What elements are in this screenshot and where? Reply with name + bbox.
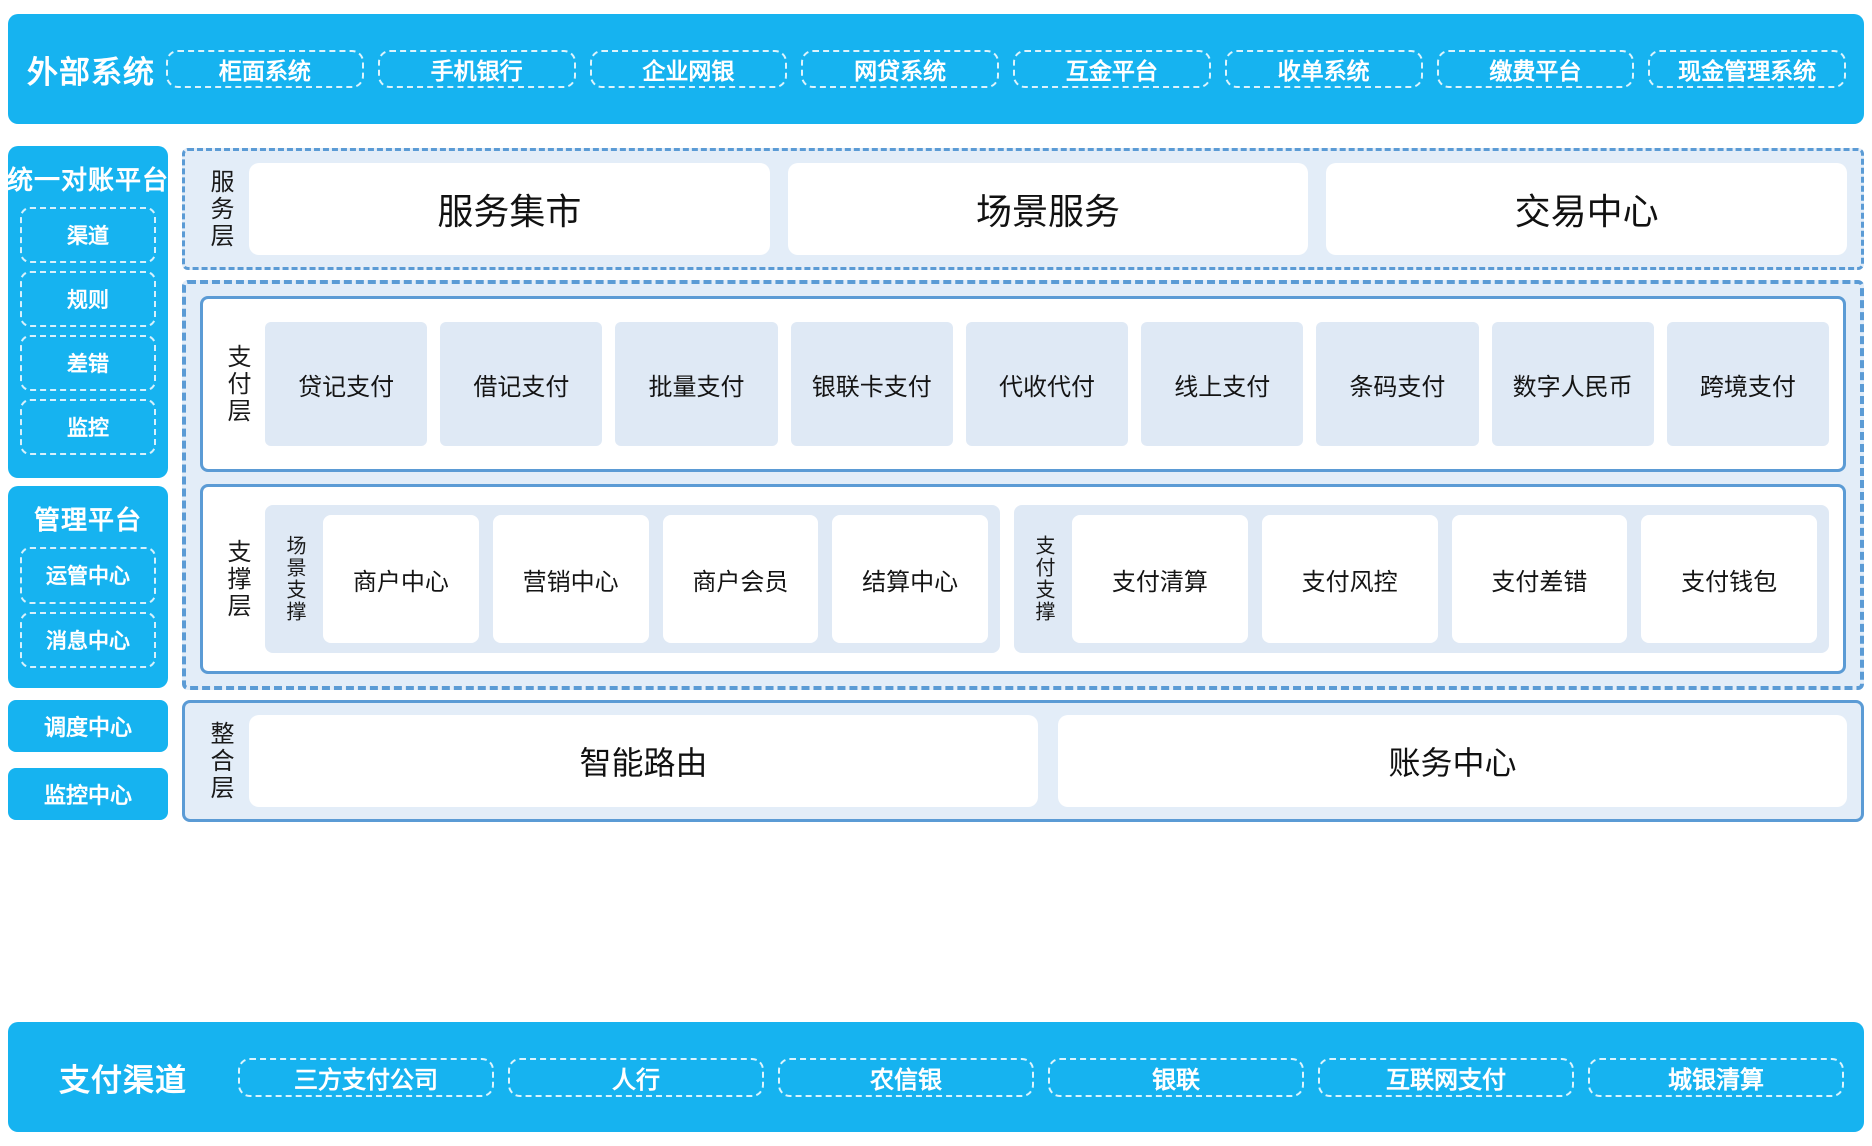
external-system-chip[interactable]: 网贷系统 — [801, 50, 999, 88]
payment-channel-chip[interactable]: 农信银 — [778, 1057, 1034, 1097]
scene-support-label: 场景支撑 — [283, 535, 305, 623]
recon-platform-item[interactable]: 渠道 — [20, 207, 156, 263]
integration-card[interactable]: 智能路由 — [249, 715, 1038, 807]
support-layer-group-row: 场景支撑 商户中心 营销中心 商户会员 结算中心 支付支撑 支付清算 支付风控 … — [265, 505, 1829, 653]
external-system-chip[interactable]: 缴费平台 — [1436, 50, 1635, 88]
external-systems-chip-row: 柜面系统 手机银行 企业网银 网贷系统 互金平台 收单系统 缴费平台 现金管理系… — [166, 50, 1846, 88]
scene-support-tile-row: 商户中心 营销中心 商户会员 结算中心 — [323, 515, 988, 643]
payment-support-tile[interactable]: 支付清算 — [1072, 515, 1248, 643]
integration-card[interactable]: 账务中心 — [1058, 715, 1847, 807]
payment-channels-band: 支付渠道 三方支付公司 人行 农信银 银联 互联网支付 城银清算 — [8, 1022, 1864, 1132]
scene-support-group: 场景支撑 商户中心 营销中心 商户会员 结算中心 — [265, 505, 1000, 653]
payment-channels-title: 支付渠道 — [59, 1062, 187, 1098]
payment-tile[interactable]: 数字人民币 — [1491, 322, 1654, 446]
payment-support-group: 支付支撑 支付清算 支付风控 支付差错 支付钱包 — [1014, 505, 1829, 653]
payment-channel-chip[interactable]: 三方支付公司 — [238, 1057, 494, 1097]
payment-tile[interactable]: 条码支付 — [1316, 322, 1479, 446]
external-system-chip[interactable]: 手机银行 — [377, 50, 576, 88]
payment-channel-chip[interactable]: 人行 — [508, 1057, 764, 1097]
recon-platform-item[interactable]: 差错 — [20, 335, 156, 391]
integration-layer-panel: 整合层 智能路由 账务中心 — [182, 700, 1864, 822]
recon-platform-item[interactable]: 监控 — [20, 399, 156, 455]
payment-support-tile[interactable]: 支付风控 — [1261, 515, 1438, 643]
payment-support-tile[interactable]: 支付差错 — [1451, 515, 1628, 643]
service-layer-label: 服务层 — [206, 168, 233, 250]
payment-layer-tile-row: 贷记支付 借记支付 批量支付 银联卡支付 代收代付 线上支付 条码支付 数字人民… — [265, 322, 1829, 446]
external-systems-band: 外部系统 柜面系统 手机银行 企业网银 网贷系统 互金平台 收单系统 缴费平台 … — [8, 14, 1864, 124]
payment-layer-label: 支付层 — [223, 343, 250, 425]
external-system-chip[interactable]: 柜面系统 — [166, 50, 364, 88]
external-system-chip[interactable]: 互金平台 — [1013, 50, 1211, 88]
payment-tile[interactable]: 批量支付 — [615, 322, 778, 446]
external-system-chip[interactable]: 收单系统 — [1224, 50, 1423, 88]
payment-support-label: 支付支撑 — [1032, 535, 1054, 623]
support-layer-label: 支撑层 — [223, 538, 250, 620]
recon-platform-title: 统一对账平台 — [7, 165, 170, 195]
mgmt-platform-item[interactable]: 运管中心 — [20, 547, 156, 604]
service-layer-card-row: 服务集市 场景服务 交易中心 — [249, 163, 1848, 255]
payment-channel-chip[interactable]: 银联 — [1048, 1057, 1304, 1097]
service-card[interactable]: 场景服务 — [787, 163, 1309, 255]
payment-tile[interactable]: 代收代付 — [965, 322, 1129, 446]
scene-support-tile[interactable]: 结算中心 — [832, 515, 988, 643]
dispatch-center-card[interactable]: 调度中心 — [8, 700, 168, 752]
payment-channel-chip[interactable]: 城银清算 — [1588, 1057, 1844, 1097]
recon-platform-card: 统一对账平台 渠道 规则 差错 监控 — [7, 146, 170, 478]
service-layer-panel: 服务层 服务集市 场景服务 交易中心 — [182, 148, 1864, 270]
scene-support-tile[interactable]: 商户会员 — [662, 515, 819, 643]
payment-layer-panel: 支付层 贷记支付 借记支付 批量支付 银联卡支付 代收代付 线上支付 条码支付 … — [200, 296, 1846, 472]
integration-layer-label: 整合层 — [206, 720, 233, 802]
mgmt-platform-card: 管理平台 运管中心 消息中心 — [8, 486, 168, 688]
payment-tile[interactable]: 跨境支付 — [1666, 322, 1829, 446]
payment-support-tile[interactable]: 支付钱包 — [1641, 515, 1817, 643]
payment-channel-chip[interactable]: 互联网支付 — [1318, 1057, 1574, 1097]
service-card[interactable]: 服务集市 — [249, 163, 770, 255]
mgmt-platform-item[interactable]: 消息中心 — [20, 611, 156, 668]
service-card[interactable]: 交易中心 — [1326, 163, 1848, 255]
external-systems-title: 外部系统 — [27, 54, 155, 90]
scene-support-tile[interactable]: 营销中心 — [492, 515, 649, 643]
payment-tile[interactable]: 线上支付 — [1141, 322, 1304, 446]
payment-channels-chip-row: 三方支付公司 人行 农信银 银联 互联网支付 城银清算 — [238, 1057, 1844, 1097]
monitor-center-card[interactable]: 监控中心 — [8, 768, 168, 820]
external-system-chip[interactable]: 企业网银 — [589, 50, 788, 88]
payment-tile[interactable]: 贷记支付 — [265, 322, 428, 446]
payment-tile[interactable]: 银联卡支付 — [790, 322, 953, 446]
payment-support-tile-row: 支付清算 支付风控 支付差错 支付钱包 — [1072, 515, 1817, 643]
integration-layer-card-row: 智能路由 账务中心 — [249, 715, 1847, 807]
recon-platform-item[interactable]: 规则 — [20, 271, 156, 327]
core-platform-group: 支付层 贷记支付 借记支付 批量支付 银联卡支付 代收代付 线上支付 条码支付 … — [182, 280, 1864, 690]
payment-tile[interactable]: 借记支付 — [440, 322, 603, 446]
support-layer-panel: 支撑层 场景支撑 商户中心 营销中心 商户会员 结算中心 支付支撑 支付清算 — [200, 484, 1846, 674]
scene-support-tile[interactable]: 商户中心 — [323, 515, 479, 643]
external-system-chip[interactable]: 现金管理系统 — [1648, 50, 1846, 88]
mgmt-platform-title: 管理平台 — [33, 505, 142, 535]
